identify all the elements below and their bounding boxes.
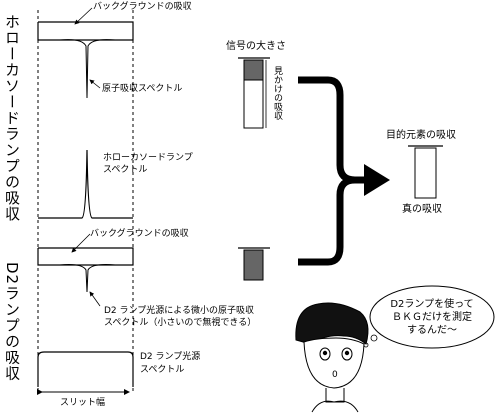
merge-arrow — [298, 76, 368, 266]
speech-bubble-line-3: するんだ〜 — [407, 325, 457, 336]
true-absorption-bar — [414, 147, 437, 199]
label-bkg-absorption-mid: バックグラウンドの吸収 — [90, 229, 189, 239]
side-label-d2: D2ランプの吸収 — [3, 262, 21, 382]
character-pupil-right — [344, 350, 350, 356]
character-collar — [311, 400, 359, 413]
pointer-bkg-mid — [71, 233, 91, 253]
label-apparent-absorption: 見かけの吸収 — [272, 66, 282, 120]
signal-bar-top-bkg — [243, 59, 264, 81]
character-neck — [325, 388, 345, 403]
top-background-absorption-curve — [37, 21, 134, 41]
speech-bubble-line-1: D2ランプを使って — [390, 299, 474, 310]
label-signal-size: 信号の大きさ — [226, 41, 286, 52]
top-atomic-absorption-dip — [59, 39, 116, 99]
label-hollow-cathode-spectrum-1: ホローカソードランプ — [103, 153, 193, 163]
label-d2-small-atomic-1: D2 ランプ光源による微小の原子吸収 — [104, 306, 254, 316]
label-slit-width: スリット幅 — [60, 398, 106, 408]
signal-bar-mid-bkg — [243, 249, 264, 281]
d2-source-spectrum-curve — [37, 351, 134, 387]
mid-small-atomic-dip — [59, 264, 116, 293]
speech-bubble-line-2: ＢＫＧだけを測定 — [392, 312, 472, 323]
label-atomic-absorption-spectrum: 原子吸収スペクトル — [102, 84, 183, 94]
speech-bubble — [369, 285, 495, 349]
label-d2-small-atomic-2: スペクトル（小さいので無視できる） — [104, 318, 257, 328]
label-d2-source-spectrum-1: D2 ランプ光源 — [140, 352, 201, 362]
bubble-dot-1 — [370, 334, 378, 342]
character-mouth: 0 — [332, 370, 338, 380]
side-label-hollow-cathode: ホローカソードランプの吸収 — [3, 14, 21, 222]
mid-background-absorption-curve — [37, 247, 134, 266]
label-hollow-cathode-spectrum-2: スペクトル — [103, 165, 148, 175]
character-pupil-left — [322, 350, 328, 356]
merge-arrow-head — [364, 164, 390, 196]
pointer-bkg-top — [74, 7, 93, 25]
label-d2-source-spectrum-2: スペクトル — [140, 365, 185, 375]
pointer-small-atomic — [89, 291, 101, 307]
label-target-element-absorption: 目的元素の吸収 — [386, 130, 456, 141]
signal-bar-top-atomic — [243, 79, 264, 129]
label-true-absorption: 真の吸収 — [402, 204, 442, 215]
pointer-atomic-top — [89, 79, 101, 89]
character-hair — [295, 302, 369, 345]
hollow-cathode-emission-line — [38, 149, 133, 219]
label-bkg-absorption-top: バックグラウンドの吸収 — [93, 2, 192, 12]
character-illustration — [295, 302, 369, 413]
